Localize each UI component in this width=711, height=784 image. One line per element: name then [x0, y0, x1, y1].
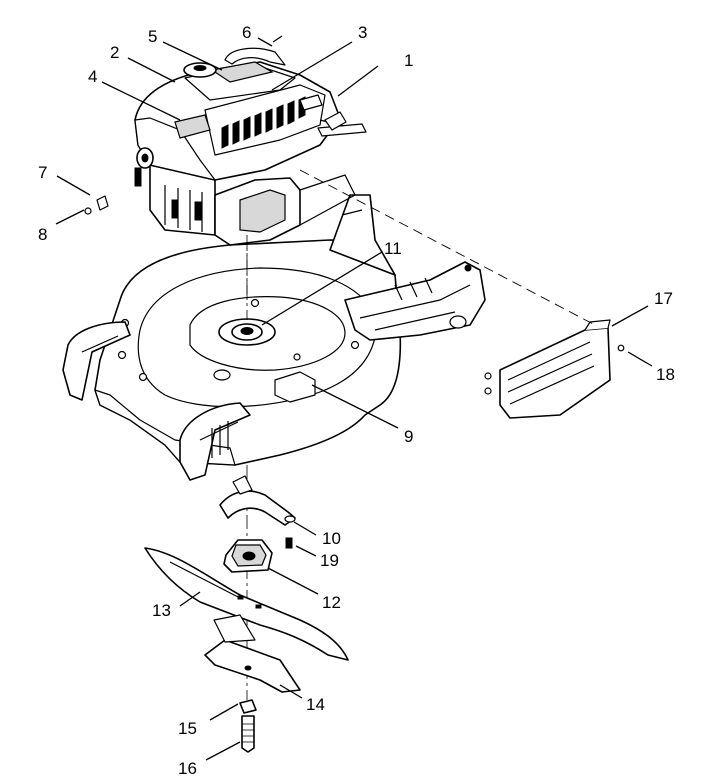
callout-4: 4 — [88, 67, 97, 86]
callout-3: 3 — [358, 23, 367, 42]
callout-18: 18 — [656, 365, 675, 384]
callout-7: 7 — [38, 163, 47, 182]
callout-17: 17 — [654, 289, 673, 308]
callout-15: 15 — [178, 719, 197, 738]
callout-6: 6 — [242, 23, 251, 42]
screw-and-washer-7-8 — [84, 195, 109, 215]
callout-19: 19 — [320, 551, 339, 570]
engine-assembly — [134, 35, 367, 246]
callout-8: 8 — [38, 225, 47, 244]
callout-5: 5 — [148, 27, 157, 46]
blade-stack — [144, 465, 349, 753]
part-number-callouts: 1 2 3 4 5 6 7 8 9 10 11 12 13 14 15 16 1… — [38, 23, 675, 778]
callout-9: 9 — [404, 427, 413, 446]
callout-13: 13 — [152, 601, 171, 620]
callout-2: 2 — [110, 43, 119, 62]
callout-12: 12 — [322, 593, 341, 612]
mower-deck — [62, 194, 486, 481]
callout-10: 10 — [322, 529, 341, 548]
callout-16: 16 — [178, 759, 197, 778]
rear-discharge-guard — [484, 319, 625, 419]
leader-lines — [55, 37, 653, 761]
callout-11: 11 — [384, 239, 402, 258]
callout-1: 1 — [404, 51, 413, 70]
callout-14: 14 — [306, 695, 325, 714]
